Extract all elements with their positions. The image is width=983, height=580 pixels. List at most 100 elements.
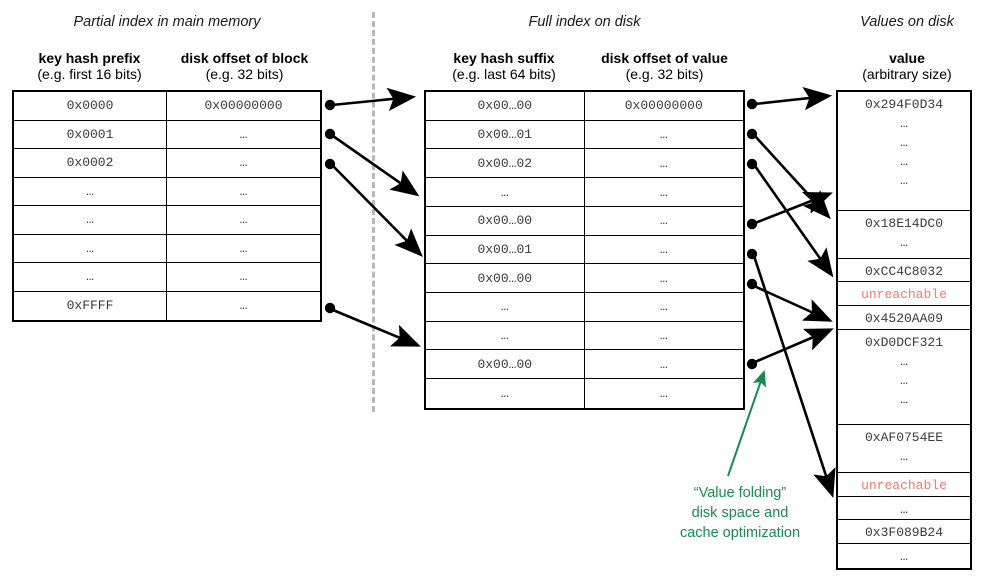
left-header-key-main: key hash prefix [38,50,141,66]
full-index-offset-cell: … [659,299,668,315]
full-index-row: …… [426,321,743,351]
partial-index-row: …… [14,234,320,263]
partial-index-offset-cell: … [239,155,248,171]
full-index-offset-cell: … [659,241,668,257]
arrow-left3-to-middle6 [332,165,423,257]
arrow-middle5-to-value2b [754,192,833,225]
partial-index-key-cell: 0x0000 [14,92,167,120]
full-index-offset-cell: … [659,127,668,143]
full-index-offset-cell: … [659,213,668,229]
partial-index-row: …… [14,177,320,206]
value-continuation-dots: … [900,449,908,465]
full-index-row: 0x00…02… [426,149,743,179]
full-index-offset-cell: … [659,270,668,286]
arrows-middle-to-right [746,87,836,498]
middle-header-offset-sub: (e.g. 32 bits) [625,66,704,82]
partial-index-key-cell: 0x0002 [14,149,167,177]
partial-index-key-cell: 0xFFFF [14,291,167,320]
caption-partial-index: Partial index in main memory [73,14,261,30]
partial-index-key-cell: … [14,177,167,205]
value-row: 0x3F089B24 [838,520,970,545]
arrow-middle6-to-value9 [752,255,836,498]
value-row: 0x4520AA09 [838,306,970,330]
pointer-dot-middle-3 [746,158,758,170]
memory-disk-divider [372,12,375,412]
value-hex-label: 0xAF0754EE [864,430,943,446]
partial-index-offset-cell: … [239,240,248,256]
value-row: unreachable [838,282,970,307]
full-index-key-cell: 0x00…00 [426,264,585,293]
partial-index-row: 0x0001… [14,120,320,149]
middle-header-offset-main: disk offset of value [601,50,728,66]
pointer-dot-middle-2 [746,128,758,140]
value-continuation-dots: … [900,135,908,150]
value-row: 0xAF0754EE … [838,425,970,473]
full-index-offset-cell: … [659,356,668,372]
value-hex-label: 0x18E14DC0 [864,216,943,231]
value-continuation-dots: … [900,372,908,388]
right-header-value: value (arbitrary size) [842,50,972,82]
partial-index-row: …… [14,206,320,235]
value-continuation-dots: … [900,501,908,517]
middle-header-disk-offset-value: disk offset of value (e.g. 32 bits) [584,50,745,82]
partial-index-row: 0xFFFF … [14,291,320,320]
arrow-middle2-to-value2 [754,135,831,220]
arrow-middle7-to-value6 [753,284,833,322]
full-index-key-cell: … [426,321,585,350]
left-header-offset-main: disk offset of block [180,50,309,66]
left-header-key-sub: (e.g. first 16 bits) [37,66,142,82]
arrow-middle1-to-value1 [754,87,833,111]
value-row: 0x294F0D34………… [838,92,970,211]
partial-index-offset-cell: … [239,212,248,228]
pointer-dot-middle-1 [746,98,758,110]
right-header-value-main: value [889,50,925,66]
full-index-key-cell: 0x00…00 [426,206,585,235]
full-index-key-cell: … [426,379,585,408]
partial-index-offset-cell: … [239,269,248,285]
value-row: unreachable [838,473,970,497]
value-row: … [838,544,970,568]
partial-index-offset-cell: 0x00000000 [204,98,283,114]
partial-index-key-cell: … [14,263,167,291]
value-row: 0xD0DCF321……… [838,330,970,426]
value-continuation-dots: … [900,154,908,169]
pointer-dot-middle-5 [746,218,758,230]
value-row: … [838,497,970,521]
full-index-key-cell: 0x00…01 [426,235,585,264]
value-row: 0xCC4C8032 [838,259,970,283]
middle-header-key-main: key hash suffix [453,50,555,66]
value-hex-label: 0x3F089B24 [864,525,943,541]
annotation-line-2: disk space and [691,505,789,521]
right-header-value-sub: (arbitrary size) [862,66,952,82]
full-index-offset-cell: … [659,155,668,171]
value-folding-annotation: “Value folding” disk space and cache opt… [655,483,825,543]
partial-index-offset-cell: … [239,298,248,314]
partial-index-key-cell: … [14,206,167,234]
full-index-row: …… [426,293,743,322]
pointer-dot-left-3 [324,158,336,170]
value-continuation-dots: … [900,391,908,407]
full-index-row: 0x00…00… [426,350,743,380]
partial-index-row: 0x0000 0x00000000 [14,92,320,121]
full-index-row: 0x00…00 … [426,264,743,294]
left-header-disk-offset-block: disk offset of block (e.g. 32 bits) [167,50,322,82]
middle-header-key-hash-suffix: key hash suffix (e.g. last 64 bits) [424,50,584,82]
value-hex-label: 0x4520AA09 [864,311,943,327]
left-header-key-hash-prefix: key hash prefix (e.g. first 16 bits) [12,50,167,82]
value-hex-label: 0x294F0D34 [864,97,943,112]
full-index-key-cell: … [426,178,585,206]
pointer-dot-middle-6 [746,248,758,260]
full-index-offset-cell: … [659,184,668,200]
value-hex-label: 0xCC4C8032 [864,263,943,279]
annotation-line-3: cache optimization [679,525,801,541]
value-unreachable-label: unreachable [861,477,947,493]
arrow-left8-to-middle10 [332,308,421,347]
full-index-offset-cell: 0x00000000 [624,98,703,114]
value-continuation-dots: … [900,353,908,369]
full-index-row: 0x00…01… [426,120,743,150]
caption-full-index: Full index on disk [528,14,641,30]
value-row: 0x18E14DC0… [838,211,970,259]
